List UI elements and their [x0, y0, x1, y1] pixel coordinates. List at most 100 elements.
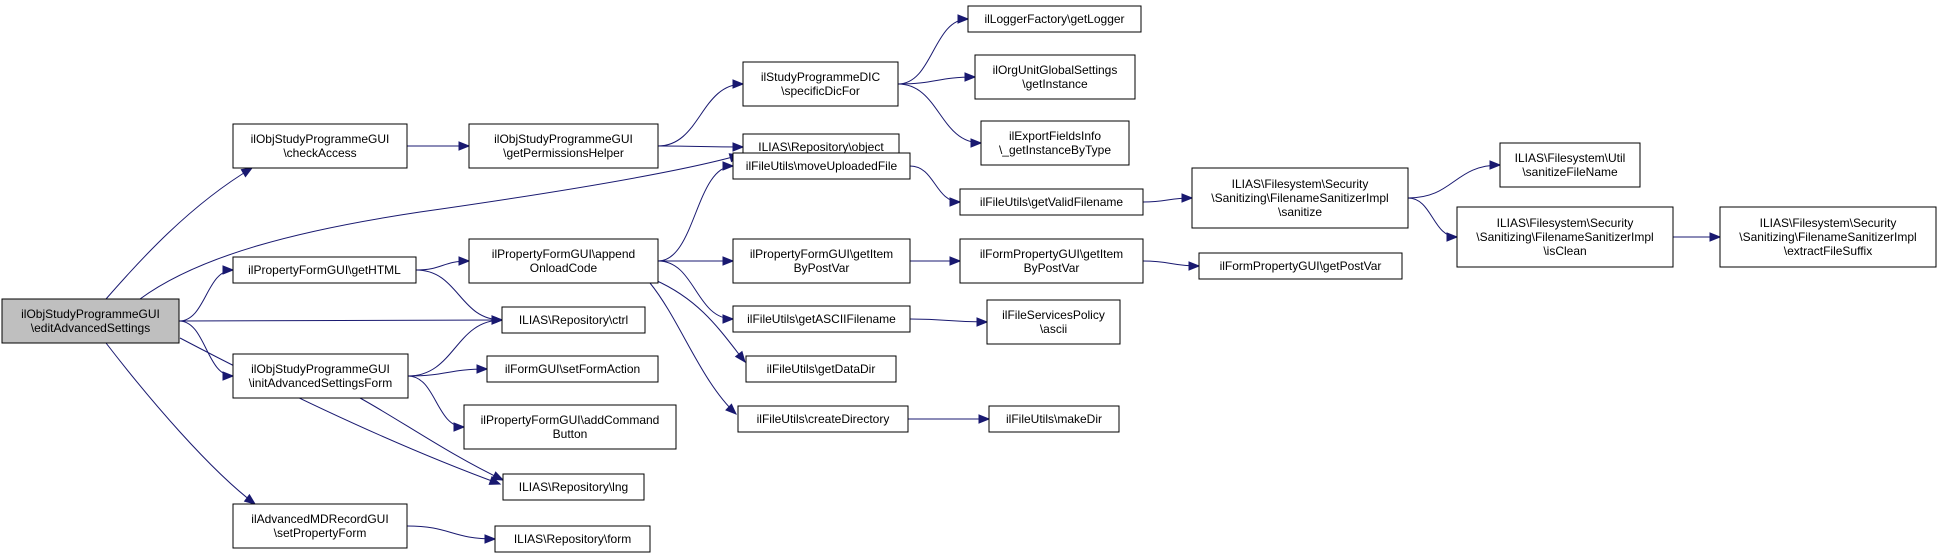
node-isClean[interactable]: ILIAS\Filesystem\Security\Sanitizing\Fil… [1456, 206, 1674, 268]
arrow-head-icon [722, 314, 735, 324]
node-label: ilExportFieldsInfo [1009, 129, 1101, 143]
node-orgGetInstance[interactable]: ilOrgUnitGlobalSettings\getInstance [974, 54, 1136, 100]
node-box [1719, 206, 1937, 268]
edge-appendOnload-to-createDirectory [649, 282, 737, 415]
node-getPostVar[interactable]: ilFormPropertyGUI\getPostVar [1198, 252, 1403, 280]
node-label: \editAdvancedSettings [31, 321, 150, 335]
node-label: \ascii [1040, 322, 1067, 336]
node-repoForm[interactable]: ILIAS\Repository\form [494, 525, 651, 553]
edge-root-to-checkAccess [105, 167, 254, 300]
node-label: Button [553, 427, 588, 441]
edge-line [897, 76, 976, 85]
arrow-head-icon [722, 161, 735, 171]
node-box [959, 188, 1144, 216]
arrow-head-icon [949, 256, 962, 266]
node-label: ilFileUtils\createDirectory [757, 412, 890, 426]
arrow-head-icon [484, 534, 497, 544]
edge-line [178, 269, 234, 322]
edge-line [415, 269, 503, 321]
node-box [232, 123, 408, 169]
node-repoLng[interactable]: ILIAS\Repository\lng [502, 473, 645, 501]
edge-line [139, 154, 741, 300]
node-label: ilObjStudyProgrammeGUI [251, 362, 390, 376]
node-sanitizeFileName[interactable]: ILIAS\Filesystem\Util\sanitizeFileName [1499, 142, 1641, 188]
node-root[interactable]: ilObjStudyProgrammeGUI\editAdvancedSetti… [1, 298, 180, 344]
arrow-head-icon [978, 414, 991, 424]
edge-createDirectory-to-makeDir [908, 414, 991, 424]
edge-sanitize-to-isClean [1407, 197, 1459, 242]
node-box [974, 54, 1136, 100]
edge-line [407, 375, 465, 428]
node-box [732, 152, 911, 180]
node-getDataDir[interactable]: ilFileUtils\getDataDir [745, 355, 897, 383]
node-label: ILIAS\Repository\form [514, 532, 631, 546]
edge-line [105, 342, 256, 505]
node-label: ilFormGUI\setFormAction [505, 362, 640, 376]
edge-appendOnload-to-moveUploaded [657, 161, 735, 262]
arrow-head-icon [243, 493, 257, 505]
edge-line [407, 368, 488, 377]
node-label: ilFileUtils\getValidFilename [980, 195, 1123, 209]
node-label: ilFormPropertyGUI\getPostVar [1220, 259, 1382, 273]
node-sanitize[interactable]: ILIAS\Filesystem\Security\Sanitizing\Fil… [1191, 167, 1409, 229]
arrow-head-icon [976, 317, 989, 327]
edge-getPermissionsHelper-to-specificDicFor [657, 79, 745, 147]
node-getPermissionsHelper[interactable]: ilObjStudyProgrammeGUI\getPermissionsHel… [468, 123, 659, 169]
node-getValidFilename[interactable]: ilFileUtils\getValidFilename [959, 188, 1144, 216]
node-getLogger[interactable]: ilLoggerFactory\getLogger [967, 5, 1142, 33]
edge-line [657, 145, 744, 148]
node-label: ilFileUtils\makeDir [1006, 412, 1102, 426]
node-specificDicFor[interactable]: ilStudyProgrammeDIC\specificDicFor [742, 61, 899, 107]
node-getASCII[interactable]: ilFileUtils\getASCIIFilename [732, 305, 911, 333]
edge-line [1407, 197, 1458, 238]
node-label: ilStudyProgrammeDIC [761, 70, 881, 84]
node-initAdv[interactable]: ilObjStudyProgrammeGUI\initAdvancedSetti… [232, 353, 409, 399]
node-moveUploaded[interactable]: ilFileUtils\moveUploadedFile [732, 152, 911, 180]
arrow-head-icon [491, 315, 504, 325]
node-box [737, 405, 909, 433]
node-label: ilOrgUnitGlobalSettings [993, 63, 1118, 77]
node-ascii[interactable]: ilFileServicesPolicy\ascii [986, 299, 1121, 345]
node-box [494, 525, 651, 553]
node-label: ByPostVar [794, 261, 850, 275]
node-label: OnloadCode [530, 261, 598, 275]
edges-layer [105, 14, 1722, 544]
node-getHTML[interactable]: ilPropertyFormGUI\getHTML [232, 256, 417, 284]
edge-line [654, 279, 746, 363]
edge-appendOnload-to-getASCII [657, 260, 735, 324]
node-exportFields[interactable]: ilExportFieldsInfo\_getInstanceByType [980, 120, 1130, 166]
node-box [232, 503, 408, 549]
arrow-head-icon [476, 364, 489, 374]
edge-isClean-to-extractSuffix [1673, 232, 1722, 242]
node-repoCtrl[interactable]: ILIAS\Repository\ctrl [501, 306, 646, 334]
node-box [980, 120, 1130, 166]
arrow-head-icon [732, 79, 745, 89]
node-label: ilFileServicesPolicy [1002, 308, 1105, 322]
node-label: ilObjStudyProgrammeGUI [251, 132, 390, 146]
arrow-head-icon [1489, 160, 1502, 170]
node-label: \getInstance [1022, 77, 1088, 91]
node-checkAccess[interactable]: ilObjStudyProgrammeGUI\checkAccess [232, 123, 408, 169]
node-box [732, 238, 911, 284]
node-label: \sanitize [1278, 205, 1322, 219]
node-setFormAction[interactable]: ilFormGUI\setFormAction [486, 355, 659, 383]
node-box [988, 405, 1120, 433]
edge-root-to-initAdv [178, 320, 235, 381]
arrow-head-icon [964, 72, 977, 82]
node-createDirectory[interactable]: ilFileUtils\createDirectory [737, 405, 909, 433]
arrow-head-icon [957, 14, 970, 24]
edge-line [657, 260, 734, 320]
node-label: \isClean [1543, 244, 1586, 258]
node-extractSuffix[interactable]: ILIAS\Filesystem\Security\Sanitizing\Fil… [1719, 206, 1937, 268]
edge-initAdv-to-repoLng [359, 397, 505, 481]
node-box [468, 238, 659, 284]
node-box [1191, 167, 1409, 229]
node-makeDir[interactable]: ilFileUtils\makeDir [988, 405, 1120, 433]
node-setPropertyForm[interactable]: ilAdvancedMDRecordGUI\setPropertyForm [232, 503, 408, 549]
arrow-head-icon [222, 371, 235, 381]
node-label: ILIAS\Repository\ctrl [519, 313, 628, 327]
